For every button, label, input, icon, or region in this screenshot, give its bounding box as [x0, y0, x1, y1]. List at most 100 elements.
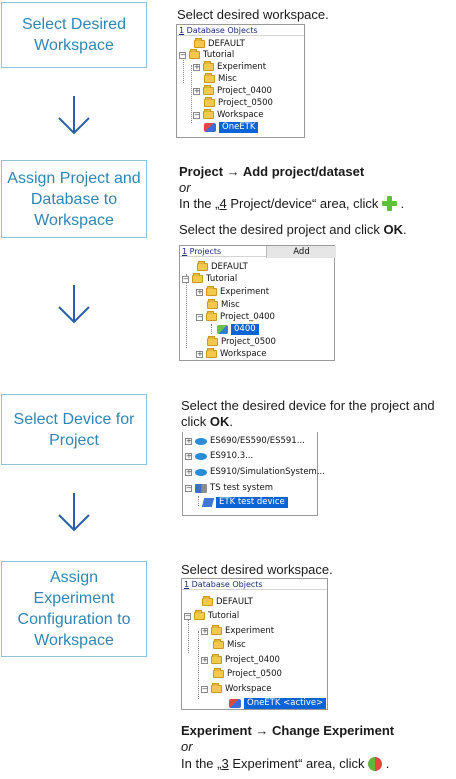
tree-item[interactable]: +ES690/ES590/ES591... [185, 436, 305, 446]
collapse-icon[interactable]: − [201, 685, 208, 693]
folder-icon [194, 610, 205, 620]
folder-icon [206, 348, 217, 358]
step-label: Select Device for Project [13, 410, 135, 449]
tree-item[interactable]: +Workspace [196, 348, 267, 359]
folder-icon [203, 61, 214, 71]
folder-icon [189, 49, 200, 59]
expand-icon[interactable]: + [193, 63, 200, 71]
tree-item[interactable]: −Project_0400 [196, 311, 275, 322]
expand-icon[interactable]: + [196, 350, 203, 358]
tree-header: 1 Database Objects [177, 25, 304, 36]
workspace-icon [204, 123, 216, 132]
folder-icon [204, 73, 215, 83]
tree-item[interactable]: −Tutorial [179, 49, 235, 60]
collapse-icon[interactable]: − [185, 484, 192, 492]
folder-icon [203, 85, 214, 95]
expand-icon[interactable]: + [193, 87, 200, 95]
tree-item[interactable]: Project_0500 [207, 336, 276, 348]
dataset-icon [217, 325, 228, 334]
tree-item[interactable]: DEFAULT [194, 38, 245, 50]
tree-item[interactable]: −Tutorial [182, 273, 238, 284]
database-objects-tree: 1 Database Objects DEFAULT −Tutorial +Ex… [181, 578, 328, 710]
tree-item[interactable]: DEFAULT [197, 261, 248, 273]
device-icon [195, 453, 207, 460]
down-arrow-icon [58, 96, 90, 135]
expand-icon[interactable]: + [201, 656, 208, 664]
tree-item-selected[interactable]: OneETK <active> [229, 698, 327, 709]
tree-item[interactable]: +Experiment [193, 61, 267, 72]
folder-icon [207, 299, 218, 309]
tree-item[interactable]: +Project_0400 [201, 654, 280, 665]
etk-device-icon [201, 498, 215, 507]
tree-item[interactable]: −Tutorial [184, 610, 240, 621]
tree-item[interactable]: −TS test system [185, 483, 274, 493]
folder-icon [213, 668, 224, 678]
folder-icon [194, 38, 205, 48]
step-box-assign-experiment: Assign Experiment Configuration to Works… [1, 561, 147, 657]
step-box-select-workspace: Select Desired Workspace [1, 2, 147, 68]
step2-instruction: Select the desired project and click OK. [179, 222, 407, 237]
step2-menu-path: Project → Add project/dataset [179, 164, 365, 179]
step3-instruction-line2: click OK. [181, 414, 234, 429]
tree-item-selected[interactable]: OneETK [204, 122, 259, 133]
device-icon [195, 438, 207, 445]
folder-icon [204, 97, 215, 107]
expand-icon[interactable]: + [185, 437, 192, 445]
folder-icon [202, 596, 213, 606]
tree-item[interactable]: +Experiment [201, 625, 275, 636]
device-tree: +ES690/ES590/ES591... +ES910.3... +ES910… [182, 432, 325, 516]
tree-item-selected[interactable]: 0400 [217, 324, 259, 335]
tree-header: 1 Database Objects [182, 579, 327, 590]
folder-icon [211, 625, 222, 635]
database-objects-tree: 1 Database Objects DEFAULT −Tutorial +Ex… [176, 24, 305, 138]
device-icon [195, 469, 207, 476]
collapse-icon[interactable]: − [184, 612, 191, 620]
tree-item[interactable]: Misc [207, 299, 240, 311]
expand-icon[interactable]: + [185, 468, 192, 476]
step2-alternative: In the „4 Project/device“ area, click . [179, 196, 405, 211]
step4-or: or [181, 739, 193, 754]
tree-item-selected[interactable]: ETK test device [201, 497, 288, 508]
add-button[interactable]: Add [266, 246, 336, 258]
tree-item[interactable]: +ES910.3... [185, 451, 254, 461]
expand-icon[interactable]: + [196, 288, 203, 296]
tree-item[interactable]: Project_0500 [204, 97, 273, 109]
tree-item[interactable]: −Workspace [201, 683, 272, 694]
collapse-icon[interactable]: − [179, 51, 186, 59]
step3-instruction-line1: Select the desired device for the projec… [181, 398, 435, 413]
tree-item[interactable]: DEFAULT [202, 596, 253, 608]
step-label: Assign Project and Database to Workspace [7, 169, 141, 229]
tree-item[interactable]: +Experiment [196, 286, 270, 297]
tree-item[interactable]: −Workspace [193, 109, 264, 120]
down-arrow-icon [58, 493, 90, 532]
step-label: Assign Experiment Configuration to Works… [17, 569, 131, 649]
tree-item[interactable]: +Project_0400 [193, 85, 272, 96]
step-label: Select Desired Workspace [21, 16, 127, 54]
collapse-icon[interactable]: − [193, 111, 200, 119]
green-plus-icon[interactable] [382, 196, 398, 211]
folder-icon [197, 261, 208, 271]
tree-item[interactable]: Misc [213, 639, 246, 651]
change-experiment-icon[interactable] [368, 757, 383, 771]
workspace-icon [229, 699, 241, 708]
collapse-icon[interactable]: − [182, 275, 189, 283]
expand-icon[interactable]: + [185, 452, 192, 460]
system-icon [195, 484, 207, 493]
tree-item[interactable]: Project_0500 [213, 668, 282, 680]
tree-header: 1 Projects Add [180, 246, 336, 258]
folder-icon [207, 336, 218, 346]
down-arrow-icon [58, 285, 90, 324]
folder-icon [213, 639, 224, 649]
step4-menu-path: Experiment → Change Experiment [181, 723, 395, 738]
folder-icon [211, 654, 222, 664]
tree-item[interactable]: Misc [204, 73, 237, 85]
step4-alternative: In the „3 Experiment“ area, click . [181, 756, 390, 771]
expand-icon[interactable]: + [201, 627, 208, 635]
folder-icon [206, 286, 217, 296]
collapse-icon[interactable]: − [196, 313, 203, 321]
step4-instruction: Select desired workspace. [181, 562, 333, 577]
projects-tree: 1 Projects Add DEFAULT −Tutorial +Experi… [179, 245, 336, 361]
step2-or: or [179, 180, 191, 195]
tree-item[interactable]: +ES910/SimulationSystem... [185, 467, 325, 477]
folder-icon [203, 109, 214, 119]
